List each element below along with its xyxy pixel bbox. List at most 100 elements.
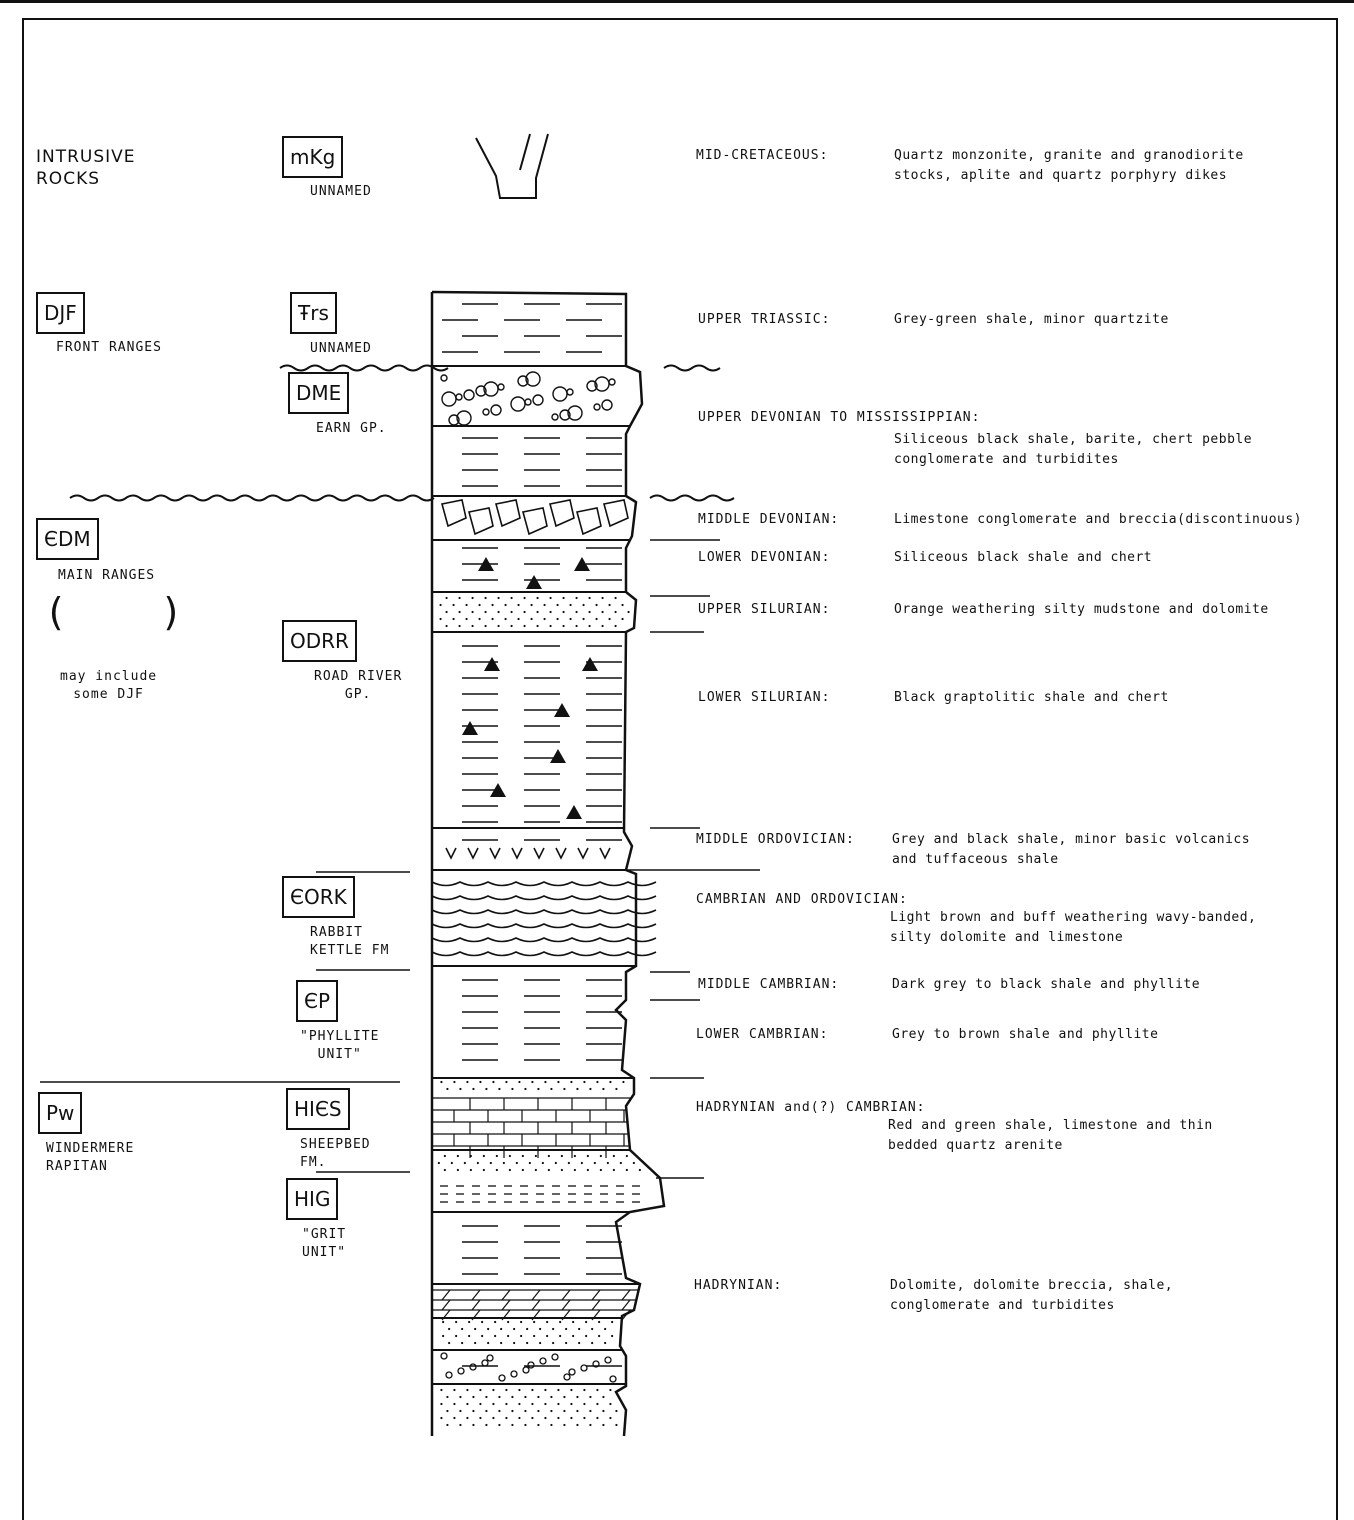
- silt-dot: [555, 1162, 557, 1164]
- silt-dot: [544, 1417, 546, 1419]
- unit-code: HIЄS: [294, 1097, 342, 1121]
- dolomite-mark: [622, 1300, 630, 1310]
- silt-dot: [601, 611, 603, 613]
- silt-dot: [517, 618, 519, 620]
- age-description: Grey and black shale, minor basic volcan…: [892, 830, 1250, 870]
- silt-dot: [550, 1088, 552, 1090]
- silt-dot: [598, 1335, 600, 1337]
- silt-dot: [516, 1162, 518, 1164]
- pebble: [498, 384, 504, 390]
- silt-dot: [474, 1342, 476, 1344]
- silt-dot: [582, 604, 584, 606]
- wavy-band: [432, 952, 656, 956]
- silt-dot: [585, 1335, 587, 1337]
- silt-dot: [613, 1155, 615, 1157]
- silt-dot: [457, 1169, 459, 1171]
- wavy-band: [432, 896, 656, 900]
- pebble: [523, 1367, 529, 1373]
- silt-dot: [609, 1081, 611, 1083]
- pebble: [511, 1371, 517, 1377]
- unit-code-box: mKg: [282, 136, 343, 178]
- silt-dot: [498, 1424, 500, 1426]
- silt-dot: [440, 1081, 442, 1083]
- silt-dot: [613, 1169, 615, 1171]
- unit-code: ЄP: [304, 989, 330, 1013]
- silt-dot: [483, 1169, 485, 1171]
- silt-dot: [596, 1081, 598, 1083]
- silt-dot: [530, 604, 532, 606]
- silt-dot: [524, 1396, 526, 1398]
- silt-dot: [439, 618, 441, 620]
- silt-dot: [442, 1321, 444, 1323]
- silt-dot: [614, 611, 616, 613]
- pebble: [482, 1360, 488, 1366]
- cdm-code-box: ЄDM: [36, 518, 99, 560]
- age-label: UPPER DEVONIAN TO MISSISSIPPIAN:: [698, 408, 980, 428]
- silt-dot: [496, 1155, 498, 1157]
- silt-dot: [470, 1169, 472, 1171]
- silt-dot: [602, 1396, 604, 1398]
- silt-dot: [609, 1417, 611, 1419]
- silt-dot: [522, 1169, 524, 1171]
- silt-dot: [542, 1162, 544, 1164]
- silt-dot: [615, 1424, 617, 1426]
- age-description: Light brown and buff weathering wavy-ban…: [890, 908, 1256, 948]
- silt-dot: [479, 1417, 481, 1419]
- silt-dot: [570, 1081, 572, 1083]
- age-label: MID-CRETACEOUS:: [696, 146, 828, 166]
- silt-dot: [520, 1321, 522, 1323]
- age-label: MIDDLE CAMBRIAN:: [698, 975, 839, 995]
- pebble: [605, 1357, 611, 1363]
- silt-dot: [600, 1155, 602, 1157]
- intrusive-symbol: [476, 134, 548, 198]
- silt-dot: [536, 625, 538, 627]
- silt-dot: [557, 1081, 559, 1083]
- dolomite-mark: [472, 1290, 480, 1300]
- silt-dot: [543, 604, 545, 606]
- silt-dot: [461, 1342, 463, 1344]
- silt-dot: [472, 1424, 474, 1426]
- pebble: [456, 394, 462, 400]
- silt-dot: [496, 1169, 498, 1171]
- silt-dot: [524, 1088, 526, 1090]
- silt-dot: [557, 1389, 559, 1391]
- silt-dot: [562, 625, 564, 627]
- silt-dot: [576, 1424, 578, 1426]
- silt-dot: [620, 1162, 622, 1164]
- pebble: [609, 379, 615, 385]
- silt-dot: [589, 1088, 591, 1090]
- silt-dot: [518, 1417, 520, 1419]
- silt-dot: [563, 1396, 565, 1398]
- silt-dot: [596, 1403, 598, 1405]
- silt-dot: [497, 597, 499, 599]
- dolomite-mark: [592, 1300, 600, 1310]
- silt-dot: [544, 1389, 546, 1391]
- unit-code-box: DME: [288, 372, 349, 414]
- intrusive-rocks-label: INTRUSIVE ROCKS: [36, 146, 136, 190]
- silt-dot: [500, 1342, 502, 1344]
- silt-dot: [537, 1410, 539, 1412]
- silt-dot: [595, 604, 597, 606]
- silt-dot: [546, 1335, 548, 1337]
- silt-dot: [607, 1162, 609, 1164]
- silt-dot: [530, 618, 532, 620]
- pebble: [602, 400, 612, 410]
- silt-dot: [481, 1321, 483, 1323]
- silt-dot: [500, 1328, 502, 1330]
- silt-dot: [565, 1328, 567, 1330]
- silt-dot: [589, 1424, 591, 1426]
- silt-dot: [602, 1410, 604, 1412]
- silt-dot: [615, 1088, 617, 1090]
- silt-dot: [572, 1321, 574, 1323]
- silt-dot: [440, 1417, 442, 1419]
- silt-dot: [468, 1335, 470, 1337]
- pebble: [581, 1365, 587, 1371]
- silt-dot: [442, 1335, 444, 1337]
- silt-dot: [598, 1321, 600, 1323]
- silt-dot: [452, 618, 454, 620]
- silt-dot: [453, 1081, 455, 1083]
- silt-dot: [505, 1403, 507, 1405]
- volcanic-mark: [534, 848, 544, 858]
- silt-dot: [552, 1328, 554, 1330]
- silt-dot: [510, 625, 512, 627]
